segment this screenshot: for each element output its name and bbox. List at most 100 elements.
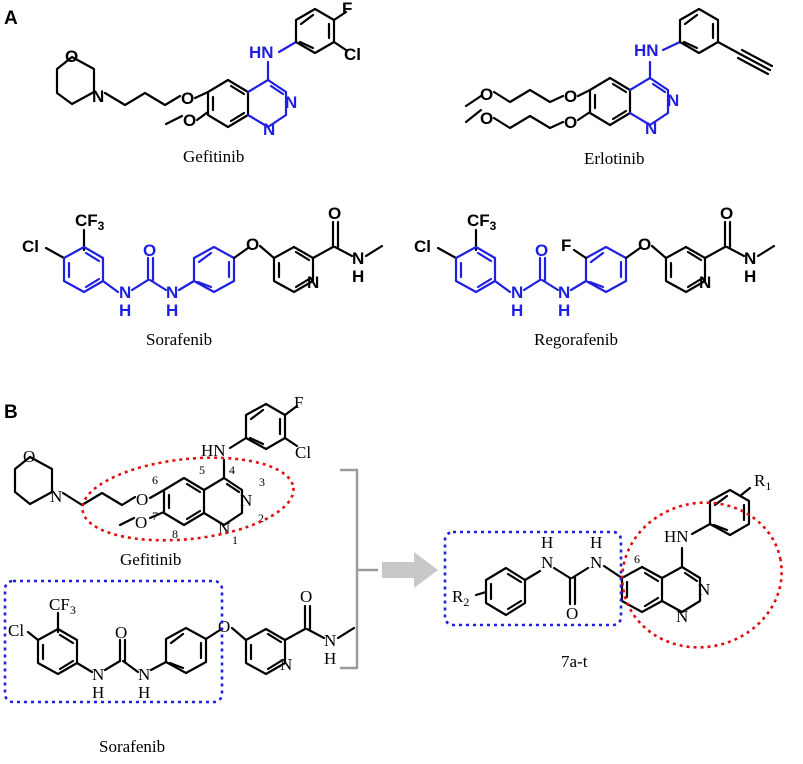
svg-text:Cl: Cl <box>22 237 39 256</box>
caption-erlotinib: Erlotinib <box>584 149 644 168</box>
svg-text:N: N <box>590 553 602 572</box>
svg-text:N: N <box>285 93 297 112</box>
svg-text:6: 6 <box>152 473 158 487</box>
sorafenib-b-structure: CF3 Cl N H O N H O N O N H <box>8 587 356 702</box>
svg-text:O: O <box>135 513 147 532</box>
svg-text:H: H <box>138 683 150 702</box>
svg-text:O: O <box>246 235 259 254</box>
svg-text:N: N <box>119 283 131 302</box>
svg-text:HN: HN <box>664 527 689 546</box>
svg-text:O: O <box>566 604 578 623</box>
svg-text:H: H <box>119 301 131 320</box>
svg-text:CF3: CF3 <box>467 211 497 233</box>
svg-text:N: N <box>676 607 688 626</box>
svg-text:O: O <box>720 204 733 223</box>
svg-text:N: N <box>240 491 252 510</box>
caption-gefitinib: Gefitinib <box>183 147 244 166</box>
svg-text:O: O <box>143 241 156 260</box>
svg-text:Cl: Cl <box>8 621 24 640</box>
svg-text:F: F <box>294 393 303 412</box>
diarylurea-highlight-box <box>3 579 224 704</box>
svg-text:N: N <box>166 283 178 302</box>
svg-text:Cl: Cl <box>295 443 311 462</box>
quinazoline-highlight-ellipse <box>81 456 295 542</box>
svg-text:O: O <box>181 89 194 108</box>
gefitinib-structure: O N O O N N HN F Cl <box>55 0 361 139</box>
svg-text:Cl: Cl <box>414 237 431 256</box>
svg-text:O: O <box>535 241 548 260</box>
svg-text:H: H <box>166 301 178 320</box>
panel-label-a: A <box>4 8 18 29</box>
svg-text:O: O <box>65 47 78 66</box>
svg-text:H: H <box>590 533 602 552</box>
svg-text:O: O <box>300 587 312 606</box>
svg-text:HN: HN <box>201 441 226 460</box>
svg-text:O: O <box>23 447 35 466</box>
erlotinib-structure: O O O O N N HN <box>464 7 774 138</box>
svg-text:O: O <box>115 623 127 642</box>
svg-text:N: N <box>352 249 364 268</box>
svg-text:1: 1 <box>232 533 238 547</box>
svg-text:7: 7 <box>152 509 158 523</box>
gefitinib-b-structure: O N O O N N HN F Cl 6 5 4 3 7 8 1 2 <box>13 393 311 547</box>
arrow-icon <box>382 552 438 588</box>
svg-text:N: N <box>92 87 104 106</box>
merge-bracket <box>339 468 359 670</box>
svg-text:N: N <box>324 631 336 650</box>
svg-text:N: N <box>667 91 679 110</box>
svg-text:N: N <box>744 249 756 268</box>
svg-text:H: H <box>92 683 104 702</box>
target-compound-structure: R2 H N O H N N N 6 HN R1 <box>452 471 771 626</box>
svg-text:CF3: CF3 <box>49 595 76 617</box>
sorafenib-structure: CF3 Cl N H O N H O N <box>22 204 384 320</box>
svg-text:Cl: Cl <box>344 45 361 64</box>
svg-text:H: H <box>324 649 336 668</box>
svg-text:HN: HN <box>634 41 659 60</box>
svg-text:O: O <box>183 111 196 130</box>
caption-gefitinib-b: Gefitinib <box>120 550 181 569</box>
svg-text:N: N <box>138 665 150 684</box>
svg-text:N: N <box>541 553 553 572</box>
svg-text:H: H <box>558 301 570 320</box>
svg-text:O: O <box>136 490 148 509</box>
target-quinazoline-highlight-ellipse <box>621 501 783 649</box>
caption-regorafenib: Regorafenib <box>534 330 618 349</box>
svg-text:O: O <box>638 235 651 254</box>
svg-text:O: O <box>218 617 230 636</box>
svg-text:N: N <box>645 119 657 138</box>
svg-text:3: 3 <box>259 475 265 489</box>
svg-text:F: F <box>342 0 352 18</box>
svg-text:N: N <box>511 283 523 302</box>
svg-text:O: O <box>564 87 577 106</box>
svg-text:R2: R2 <box>452 587 469 609</box>
svg-text:5: 5 <box>199 463 205 477</box>
svg-text:H: H <box>511 301 523 320</box>
svg-text:4: 4 <box>229 463 235 477</box>
svg-text:O: O <box>480 85 493 104</box>
svg-text:N: N <box>307 273 319 292</box>
svg-text:N: N <box>558 283 570 302</box>
svg-text:H: H <box>744 267 756 286</box>
svg-text:CF3: CF3 <box>75 211 105 233</box>
svg-text:N: N <box>92 665 104 684</box>
svg-text:N: N <box>698 580 710 599</box>
svg-text:N: N <box>263 120 275 139</box>
caption-sorafenib: Sorafenib <box>146 330 212 349</box>
target-urea-highlight-box <box>443 530 623 627</box>
svg-text:2: 2 <box>258 511 264 525</box>
caption-sorafenib-b: Sorafenib <box>99 737 165 756</box>
caption-target: 7a-t <box>561 652 588 671</box>
svg-text:8: 8 <box>172 527 178 541</box>
svg-text:HN: HN <box>249 43 274 62</box>
svg-text:H: H <box>352 267 364 286</box>
svg-text:6: 6 <box>634 552 640 566</box>
regorafenib-structure: CF3 Cl N H O N H F O N O <box>414 204 776 320</box>
svg-text:F: F <box>561 236 571 255</box>
panel-label-b: B <box>4 402 18 423</box>
svg-text:N: N <box>50 487 62 506</box>
svg-text:O: O <box>480 109 493 128</box>
svg-text:N: N <box>699 273 711 292</box>
svg-text:N: N <box>280 655 292 674</box>
svg-text:O: O <box>328 204 341 223</box>
